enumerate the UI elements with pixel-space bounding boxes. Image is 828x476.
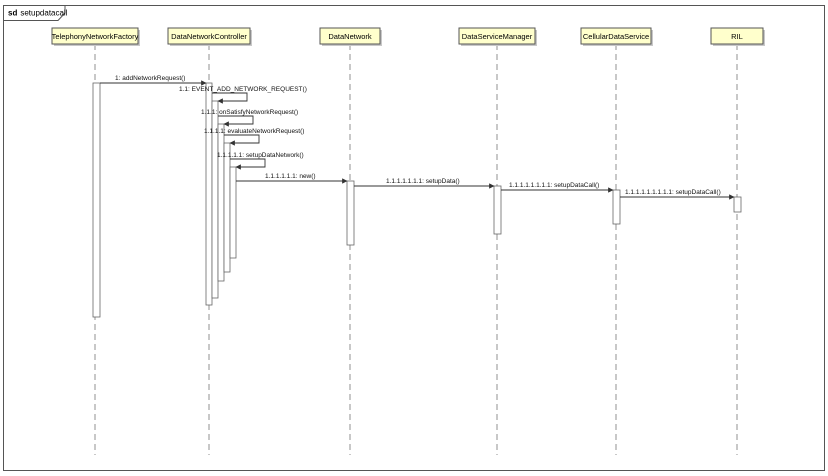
activation-bar <box>346 180 355 246</box>
message-label: 1: addNetworkRequest() <box>115 75 185 82</box>
message: 1.1.1.1.1: setupDataNetwork() <box>217 152 304 170</box>
lifeline-name: RIL <box>731 32 743 41</box>
lifeline-head <box>458 27 536 45</box>
activation-bar <box>92 82 101 318</box>
message: 1.1.1.1.1.1.1.1.1: setupDataCall() <box>620 189 735 200</box>
activation-bar <box>612 189 621 225</box>
message: 1.1.1.1: evaluateNetworkRequest() <box>204 128 304 146</box>
message-label: 1.1.1.1.1.1.1.1.1: setupDataCall() <box>625 189 721 196</box>
frame-name: setupdatacall <box>20 9 67 18</box>
activation-bar <box>733 196 742 213</box>
activation-bar <box>223 142 231 273</box>
messages: 1: addNetworkRequest() 1.1: EVENT_ADD_NET… <box>100 75 735 200</box>
lifeline-ril: RIL <box>710 27 765 455</box>
lifeline-data-network: DataNetwork <box>319 27 382 455</box>
lifeline-head <box>51 27 139 45</box>
message-label: 1.1.1.1.1.1.1.1: setupDataCall() <box>509 182 599 189</box>
message: 1.1.1: onSatisfyNetworkRequest() <box>201 109 298 127</box>
message: 1.1: EVENT_ADD_NETWORK_REQUEST() <box>179 86 307 104</box>
activation-bar <box>205 82 213 306</box>
activation-bar <box>229 166 237 259</box>
message-label: 1.1.1.1.1.1: new() <box>265 173 316 180</box>
message-label: 1.1.1.1.1.1.1: setupData() <box>386 178 460 185</box>
message: 1.1.1.1.1.1: new() <box>236 173 348 184</box>
lifeline-cellular-data-service: CellularDataService <box>580 27 653 455</box>
lifeline-name: TelephonyNetworkFactory <box>52 32 139 41</box>
activations <box>92 82 742 318</box>
lifeline-name: CellularDataService <box>583 32 649 41</box>
activation-bar <box>217 123 225 282</box>
lifeline-head <box>319 27 381 45</box>
lifeline-name: DataServiceManager <box>462 32 533 41</box>
message-label: 1.1.1.1.1: setupDataNetwork() <box>217 152 304 159</box>
message: 1.1.1.1.1.1.1: setupData() <box>354 178 495 189</box>
lifeline-name: DataNetworkController <box>171 32 247 41</box>
self-message-arrow <box>212 92 248 104</box>
frame-tab <box>3 5 66 21</box>
lifeline-data-service-manager: DataServiceManager <box>458 27 537 455</box>
lifeline-head <box>710 27 764 45</box>
message-label: 1.1.1.1: evaluateNetworkRequest() <box>204 128 304 135</box>
activation-bar <box>493 185 502 235</box>
message-label: 1.1.1: onSatisfyNetworkRequest() <box>201 109 298 116</box>
frame-keyword: sd <box>8 9 17 18</box>
message: 1.1.1.1.1.1.1.1: setupDataCall() <box>501 182 614 193</box>
message: 1: addNetworkRequest() <box>100 75 207 86</box>
lifelines: TelephonyNetworkFactory DataNetworkContro… <box>51 27 765 455</box>
self-message-arrow <box>224 134 260 146</box>
message-label: 1.1: EVENT_ADD_NETWORK_REQUEST() <box>179 86 307 93</box>
lifeline-name: DataNetwork <box>328 32 372 41</box>
self-message-arrow <box>230 158 266 170</box>
lifeline-telephony-network-factory: TelephonyNetworkFactory <box>51 27 140 455</box>
self-message-arrow <box>218 115 254 127</box>
lifeline-head <box>167 27 251 45</box>
lifeline-head <box>580 27 652 45</box>
